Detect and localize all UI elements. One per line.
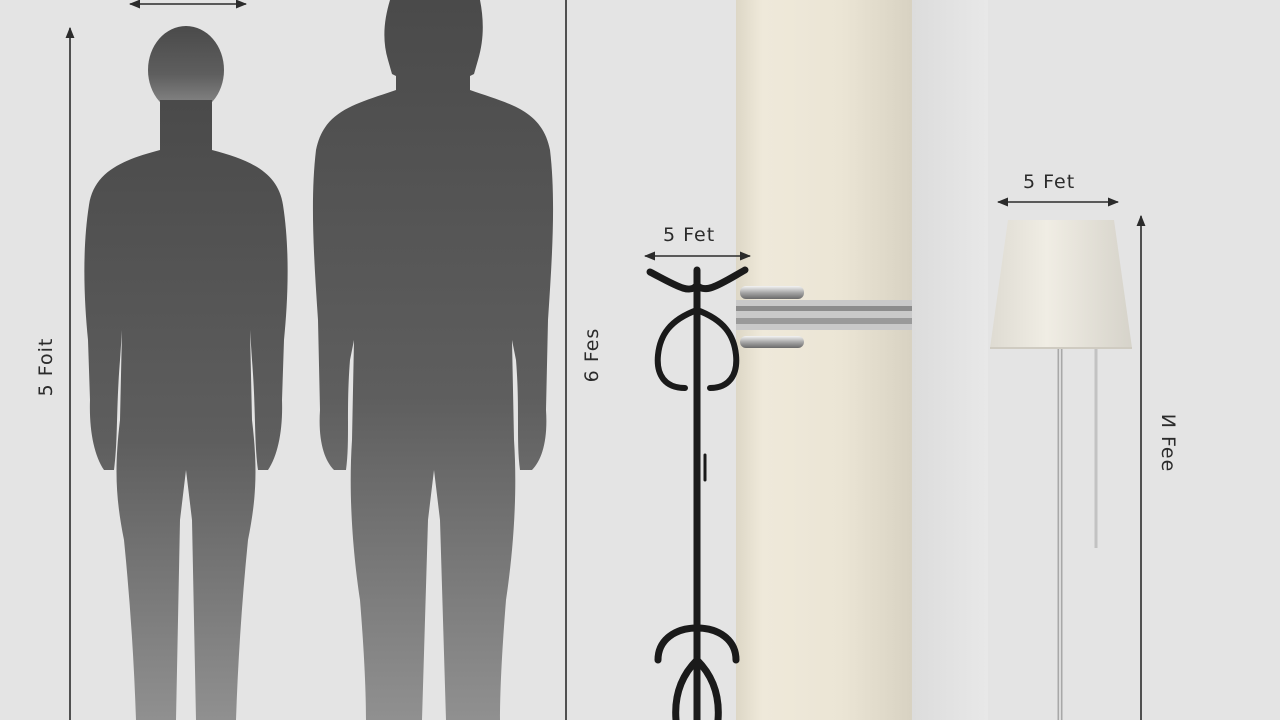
refrigerator-icon bbox=[736, 0, 912, 720]
wall-column bbox=[912, 0, 988, 720]
floor-lamp-icon bbox=[990, 220, 1132, 720]
person-right-height-label: 6 Fes bbox=[581, 327, 603, 383]
coat-rack-width-label: 5 Fet bbox=[663, 224, 716, 246]
coat-rack-icon bbox=[646, 266, 749, 720]
person-left-height-label: 5 Foit bbox=[35, 337, 57, 397]
lamp-width-label: 5 Fet bbox=[1023, 171, 1076, 193]
lamp-height-label: И Fee bbox=[1157, 413, 1179, 473]
person-left-icon bbox=[84, 26, 288, 720]
person-right-icon bbox=[312, 0, 554, 720]
